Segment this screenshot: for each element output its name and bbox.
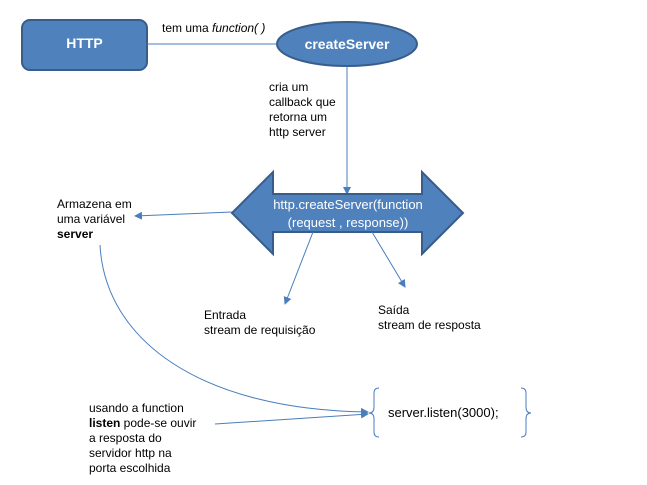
callback-note-line: cria um — [269, 80, 309, 94]
input-note-line2: stream de requisição — [204, 323, 316, 337]
main-to-store-arrow — [134, 211, 233, 220]
createserver-label: createServer — [304, 36, 390, 52]
listen-keyword: listen — [89, 416, 121, 430]
output-note: Saída stream de resposta — [378, 303, 481, 333]
input-note-line1: Entrada — [204, 308, 247, 322]
listen-note-line2: listen pode-se ouvir — [89, 416, 196, 431]
edge-label-italic: function( ) — [212, 21, 266, 35]
listen-note-line5: porta escolhida — [89, 461, 171, 475]
main-arrow-text-line2: (request , response)) — [287, 215, 409, 230]
listen-note-line1: usando a function — [89, 401, 184, 415]
main-to-output-arrow — [371, 231, 406, 288]
main-double-arrow — [230, 169, 465, 257]
right-brace — [520, 387, 532, 438]
listen-note-line3: a resposta do — [89, 431, 162, 445]
listen-note: usando a function listen pode-se ouvir a… — [89, 401, 196, 476]
main-to-input-arrow — [283, 231, 314, 305]
listen-code: server.listen(3000); — [388, 405, 499, 420]
input-note: Entrada stream de requisição — [204, 308, 315, 338]
callback-note: cria um callback que retorna um http ser… — [269, 80, 336, 140]
listen-note-line4: servidor http na — [89, 446, 172, 460]
store-note-line2: uma variável — [57, 212, 126, 226]
store-note-line1: Armazena em — [57, 197, 132, 211]
output-note-line2: stream de resposta — [378, 318, 481, 332]
listen-note-line2-rest: pode-se ouvir — [120, 416, 197, 430]
callback-note-line: callback que — [269, 95, 336, 109]
callback-note-line: retorna um — [269, 110, 328, 124]
http-box — [21, 19, 148, 71]
store-to-listen-curve — [99, 244, 369, 416]
edge-label-prefix: tem uma — [162, 21, 213, 35]
store-note-variable: server — [57, 227, 94, 241]
main-arrow-text-line1: http.createServer(function — [273, 197, 423, 212]
http-box-label: HTTP — [66, 35, 103, 51]
left-brace — [368, 387, 380, 438]
listen-note-to-code-arrow — [214, 410, 369, 425]
output-note-line1: Saída — [378, 303, 410, 317]
http-to-createserver-label: tem uma function( ) — [162, 21, 265, 36]
store-note: Armazena em uma variável server — [57, 197, 132, 242]
callback-note-line: http server — [269, 125, 326, 139]
